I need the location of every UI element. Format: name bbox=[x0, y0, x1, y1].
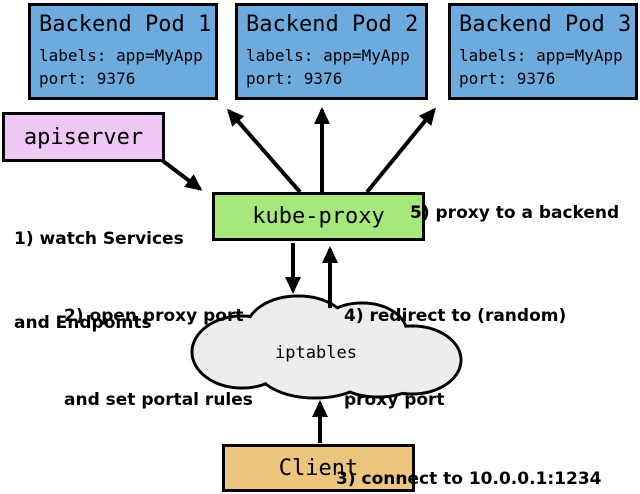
step-3-line1: 3) connect to 10.0.0.1:1234 bbox=[336, 469, 602, 489]
iptables-label: iptables bbox=[275, 343, 357, 363]
client-box: Client bbox=[222, 444, 415, 492]
kube-proxy-title: kube-proxy bbox=[252, 204, 385, 229]
backend-pod-1-labels: labels: app=MyApp bbox=[39, 46, 203, 65]
step-4-label: 4) redirect to (random) proxy port bbox=[344, 246, 566, 470]
step-4-line2: proxy port bbox=[344, 390, 445, 410]
kube-proxy-box: kube-proxy bbox=[212, 192, 425, 241]
backend-pod-3-labels: labels: app=MyApp bbox=[459, 46, 623, 65]
backend-pod-2-title: Backend Pod 2 bbox=[246, 12, 419, 37]
step-5-line1: 5) proxy to a backend bbox=[410, 203, 620, 223]
step-3-label: 3) connect to 10.0.0.1:1234 bbox=[336, 409, 601, 494]
arrow-apiserver-to-kubeproxy bbox=[161, 159, 203, 191]
backend-pod-2-box: Backend Pod 2 labels: app=MyApp port: 93… bbox=[235, 3, 428, 100]
backend-pod-3-title: Backend Pod 3 bbox=[459, 12, 632, 37]
step-1-line1: 1) watch Services bbox=[14, 229, 184, 249]
backend-pod-2-labels: labels: app=MyApp bbox=[246, 46, 410, 65]
apiserver-box: apiserver bbox=[2, 112, 165, 162]
iptables-cloud: iptables bbox=[190, 294, 463, 400]
step-1-line2: and Endpoints bbox=[14, 313, 152, 333]
apiserver-title: apiserver bbox=[23, 124, 144, 150]
step-2-label: 2) open proxy port and set portal rules bbox=[64, 246, 253, 470]
backend-pod-1-title: Backend Pod 1 bbox=[39, 12, 212, 37]
step-4-line1: 4) redirect to (random) bbox=[344, 306, 567, 326]
step-1-label: 1) watch Services and Endpoints bbox=[14, 169, 184, 393]
step-5-label: 5) proxy to a backend bbox=[410, 143, 619, 283]
backend-pod-1-port: port: 9376 bbox=[39, 69, 136, 88]
backend-pod-1-box: Backend Pod 1 labels: app=MyApp port: 93… bbox=[28, 3, 218, 100]
step-2-line1: 2) open proxy port bbox=[64, 306, 244, 326]
backend-pod-3-port: port: 9376 bbox=[459, 69, 556, 88]
step-2-line2: and set portal rules bbox=[64, 390, 253, 410]
client-title: Client bbox=[278, 455, 359, 481]
backend-pod-2-port: port: 9376 bbox=[246, 69, 343, 88]
arrow-kubeproxy-to-pod3 bbox=[365, 107, 436, 194]
backend-pod-3-box: Backend Pod 3 labels: app=MyApp port: 93… bbox=[448, 3, 638, 100]
arrow-kubeproxy-to-pod1 bbox=[227, 108, 302, 194]
